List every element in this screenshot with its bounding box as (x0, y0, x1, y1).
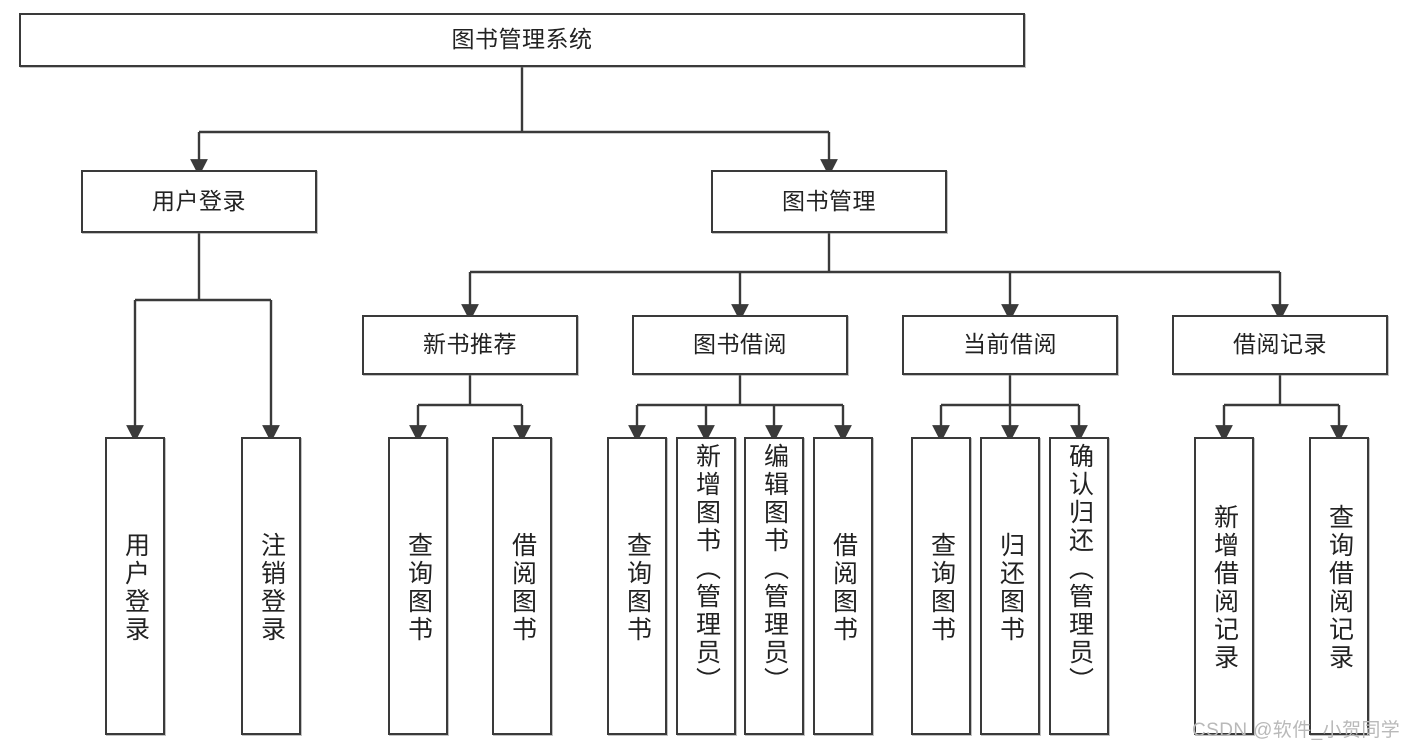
node-label: 借阅图书 (829, 532, 858, 644)
leaf-record-add[interactable]: 新增借阅记录 (1194, 437, 1254, 735)
leaf-user-login-login[interactable]: 用户登录 (105, 437, 165, 735)
node-label: 用户登录 (121, 532, 150, 644)
node-current-borrow[interactable]: 当前借阅 (902, 315, 1118, 375)
node-label: 查询图书 (927, 532, 956, 644)
node-label: 新增图书（管理员） (692, 443, 721, 695)
node-label: 借阅图书 (508, 532, 537, 644)
node-borrow-record[interactable]: 借阅记录 (1172, 315, 1388, 375)
node-label: 新增借阅记录 (1210, 504, 1239, 672)
leaf-new-book-borrow[interactable]: 借阅图书 (492, 437, 552, 735)
node-label: 图书管理 (782, 187, 876, 214)
leaf-user-login-logout[interactable]: 注销登录 (241, 437, 301, 735)
node-label: 查询借阅记录 (1325, 504, 1354, 672)
node-label: 查询图书 (623, 532, 652, 644)
node-label: 借阅记录 (1233, 331, 1327, 358)
node-label: 注销登录 (257, 532, 286, 644)
leaf-record-query[interactable]: 查询借阅记录 (1309, 437, 1369, 735)
watermark: CSDN @软件_小贺同学 (1192, 720, 1401, 741)
node-label: 归还图书 (996, 532, 1025, 644)
leaf-borrow-add-book[interactable]: 新增图书（管理员） (676, 437, 736, 735)
leaf-current-query-book[interactable]: 查询图书 (911, 437, 971, 735)
node-label: 查询图书 (404, 532, 433, 644)
leaf-new-book-query[interactable]: 查询图书 (388, 437, 448, 735)
leaf-borrow-borrow-book[interactable]: 借阅图书 (813, 437, 873, 735)
leaf-borrow-edit-book[interactable]: 编辑图书（管理员） (744, 437, 804, 735)
node-label: 用户登录 (152, 187, 246, 214)
node-book-management[interactable]: 图书管理 (711, 170, 947, 233)
node-label: 编辑图书（管理员） (760, 443, 789, 695)
leaf-current-return-book[interactable]: 归还图书 (980, 437, 1040, 735)
node-new-book-recommend[interactable]: 新书推荐 (362, 315, 578, 375)
node-book-borrow[interactable]: 图书借阅 (632, 315, 848, 375)
leaf-current-confirm-return[interactable]: 确认归还（管理员） (1049, 437, 1109, 735)
node-root-system[interactable]: 图书管理系统 (19, 13, 1025, 67)
node-user-login[interactable]: 用户登录 (81, 170, 317, 233)
leaf-borrow-query-book[interactable]: 查询图书 (607, 437, 667, 735)
node-label: 当前借阅 (963, 331, 1057, 358)
node-label: 图书借阅 (693, 331, 787, 358)
node-label: 新书推荐 (423, 331, 517, 358)
node-label: 确认归还（管理员） (1065, 443, 1094, 695)
node-label: 图书管理系统 (451, 26, 593, 53)
